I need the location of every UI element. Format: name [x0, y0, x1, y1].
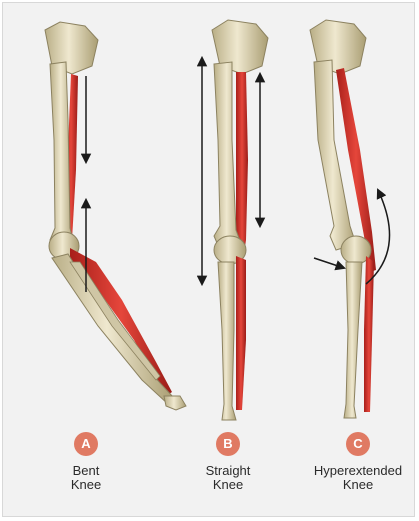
fibula-a	[70, 262, 160, 380]
label-block-b: B Straight Knee	[168, 432, 288, 492]
badge-a: A	[74, 432, 98, 456]
tibia-b	[218, 262, 236, 420]
caption-c: Hyperextended Knee	[298, 464, 418, 492]
caption-a: Bent Knee	[26, 464, 146, 492]
calf-muscle-b	[236, 256, 246, 410]
calf-muscle-c	[364, 256, 374, 412]
tibia-a	[52, 254, 174, 404]
tibia-c	[344, 262, 362, 418]
leg-a-bent-knee	[45, 22, 186, 410]
badge-c: C	[346, 432, 370, 456]
leg-c-hyperextended-knee	[310, 20, 390, 418]
label-block-c: C Hyperextended Knee	[298, 432, 418, 492]
badge-b: B	[216, 432, 240, 456]
caption-b: Straight Knee	[168, 464, 288, 492]
leg-b-straight-knee	[202, 20, 268, 420]
arrow-c-push	[314, 258, 344, 268]
foot-a	[164, 396, 186, 410]
label-block-a: A Bent Knee	[26, 432, 146, 492]
